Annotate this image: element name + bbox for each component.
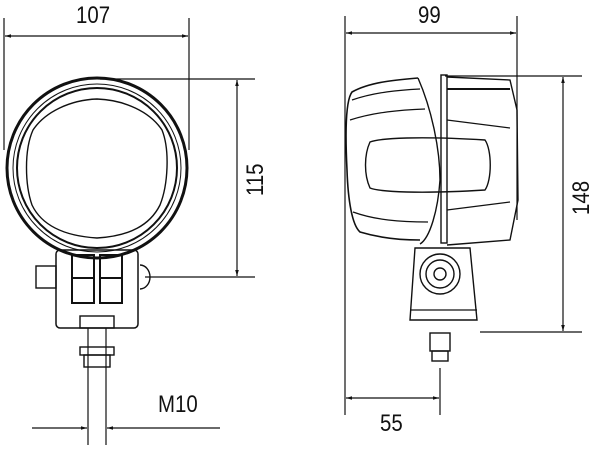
depth-99-label: 99 <box>418 2 441 29</box>
width-107-label: 107 <box>76 2 111 29</box>
height-148-label: 148 <box>568 180 595 215</box>
side-view <box>344 16 582 415</box>
thread-m10-label: M10 <box>158 391 198 418</box>
height-115-label: 115 <box>242 163 269 196</box>
offset-55-label: 55 <box>380 410 403 437</box>
front-view <box>3 18 255 445</box>
